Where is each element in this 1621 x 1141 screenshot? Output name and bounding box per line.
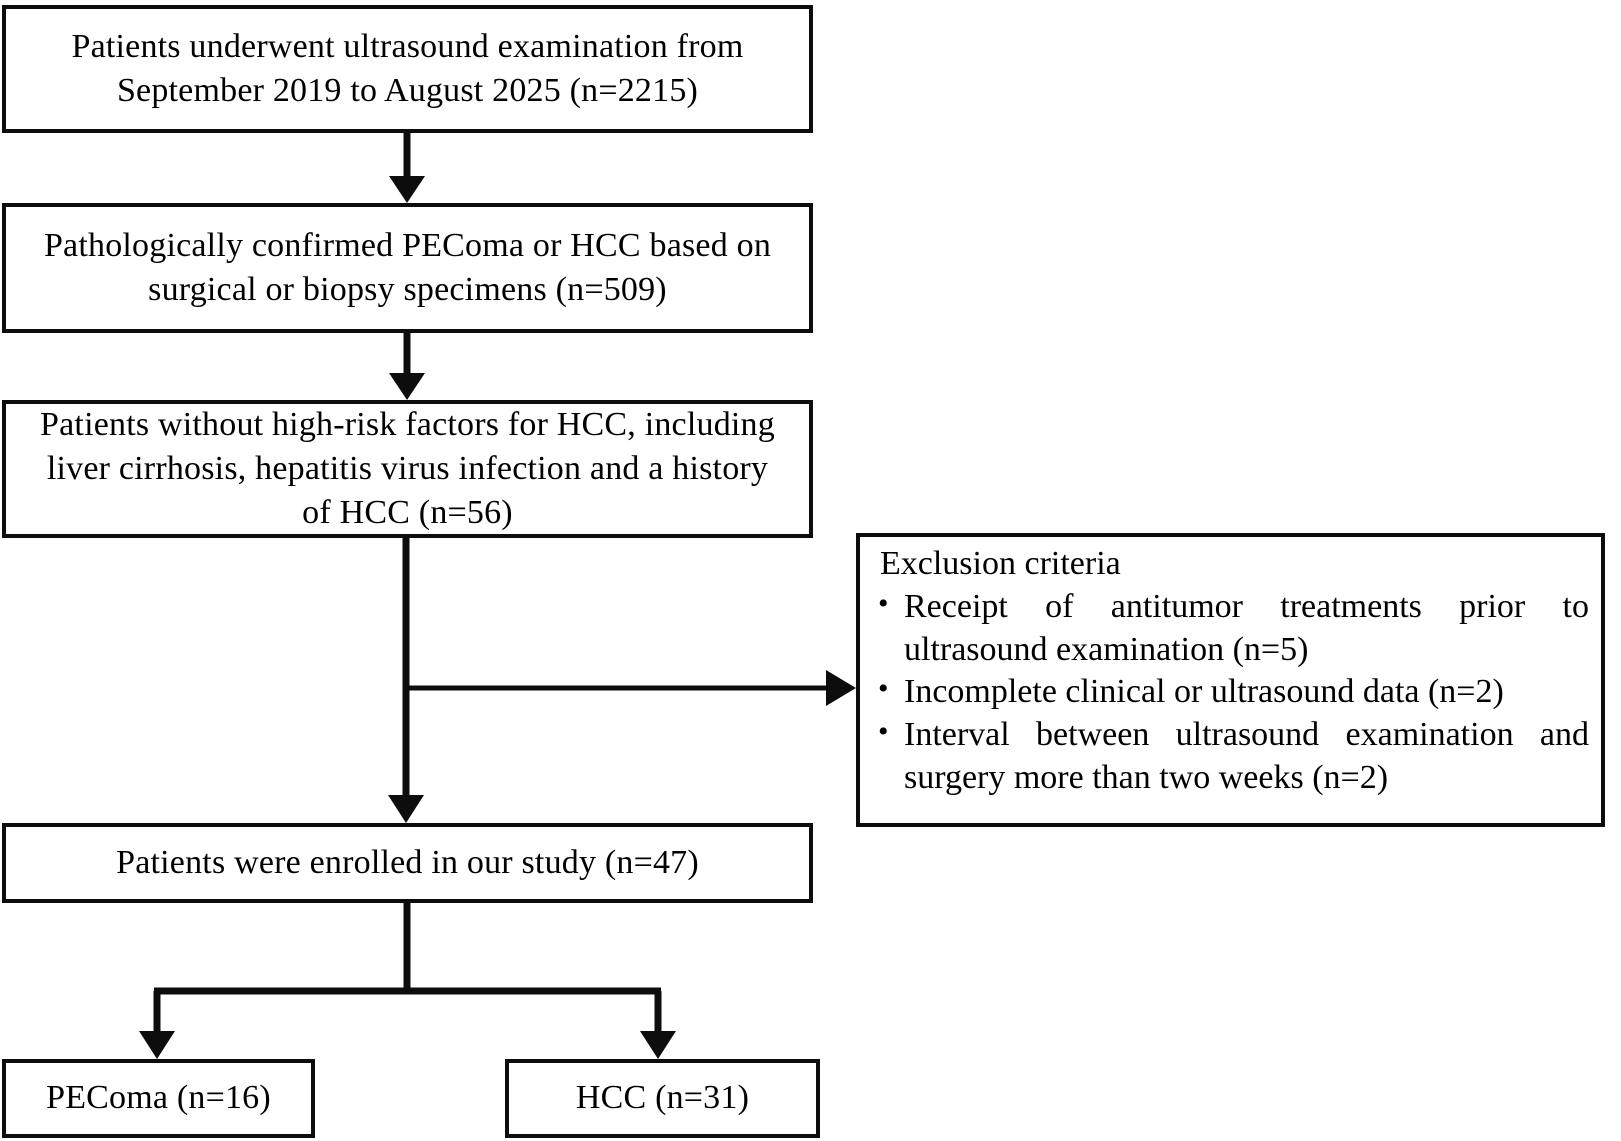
edge-highrisk-to-enrolled [388,538,424,823]
node-without-high-risk-factors-text: Patients without high-risk factors for H… [40,405,775,532]
node-pecoma-group-text: PEComa (n=16) [46,1079,271,1117]
exclusion-criteria-item: Receipt of antitumor treatments prior to… [874,585,1589,672]
node-exclusion-criteria: Exclusion criteria Receipt of antitumor … [856,533,1605,827]
node-screened-patients-text: Patients underwent ultrasound examinatio… [71,27,744,109]
exclusion-criteria-item: Interval between ultrasound examination … [874,713,1589,800]
node-enrolled-patients: Patients were enrolled in our study (n=4… [2,823,813,903]
node-pathology-confirmed-text: Pathologically confirmed PEComa or HCC b… [43,226,772,308]
node-hcc-group-text: HCC (n=31) [575,1079,750,1117]
exclusion-criteria-list: Receipt of antitumor treatments prior to… [874,585,1589,800]
node-without-high-risk-factors: Patients without high-risk factors for H… [2,400,813,538]
exclusion-criteria-item: Incomplete clinical or ultrasound data (… [874,670,1589,714]
edge-screened-to-pathology [389,133,425,203]
exclusion-criteria-title: Exclusion criteria [880,545,1121,582]
edge-highrisk-to-exclusion [406,670,856,706]
node-pathology-confirmed: Pathologically confirmed PEComa or HCC b… [2,203,813,333]
edge-pathology-to-highrisk [389,333,425,400]
node-pecoma-group: PEComa (n=16) [2,1059,315,1138]
node-screened-patients: Patients underwent ultrasound examinatio… [2,5,813,133]
edge-enrolled-split [139,903,676,1059]
node-hcc-group: HCC (n=31) [505,1059,820,1138]
node-enrolled-patients-text: Patients were enrolled in our study (n=4… [116,843,699,881]
